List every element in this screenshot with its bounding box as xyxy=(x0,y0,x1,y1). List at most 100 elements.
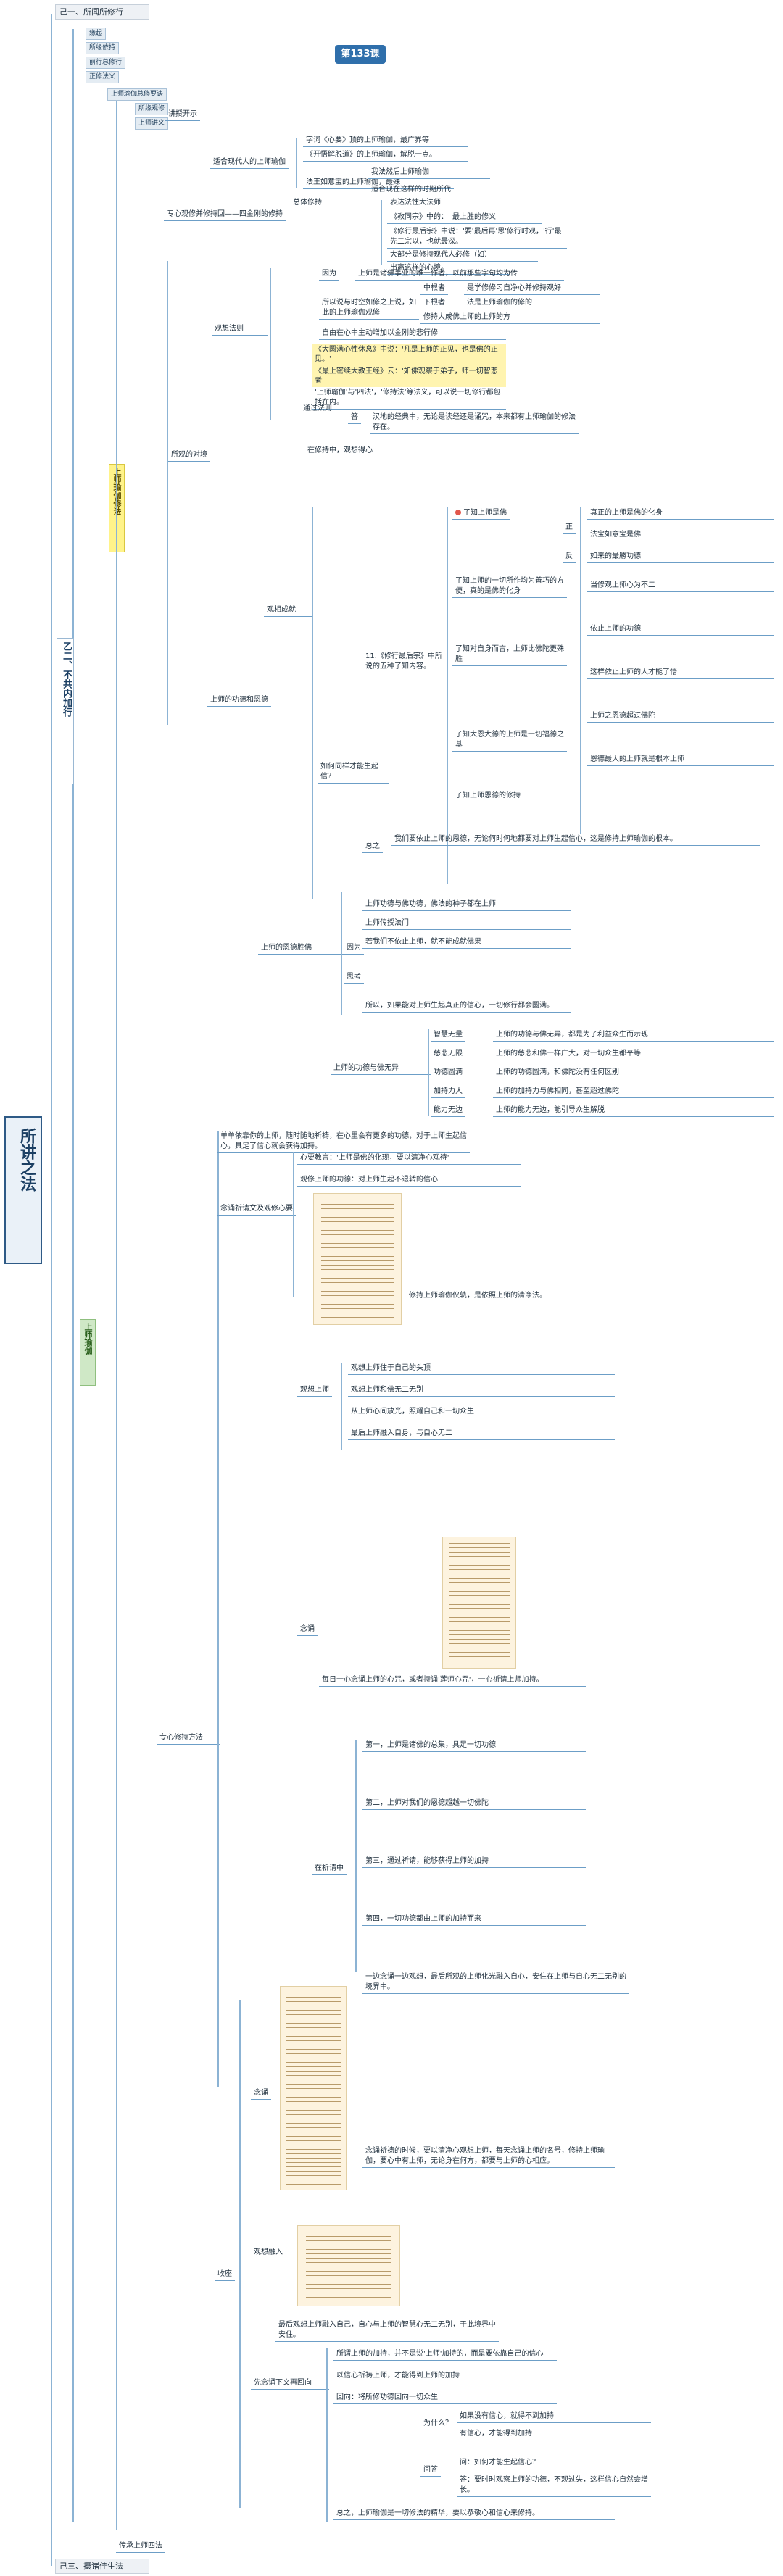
method-vis-item-2[interactable]: 观想上师和佛无二无别 xyxy=(348,1384,615,1397)
final-qa[interactable]: 问答 xyxy=(420,2464,441,2477)
practice-item-2[interactable]: 了知上师的一切所作均为善巧的方便，真的是佛的化身 xyxy=(452,576,567,598)
method-vis-item-3[interactable]: 从上师心间放光，照耀自己和一切众生 xyxy=(348,1406,615,1418)
method-branch1-item-1[interactable]: 心要教言：'上师是佛的化现，要以清净心观待' xyxy=(297,1152,521,1165)
top-item-1[interactable]: 缘起 xyxy=(86,28,107,40)
practice-mid[interactable]: 观相成就 xyxy=(264,604,313,617)
final-q1-item-2[interactable]: 有信心，才能得到加持 xyxy=(457,2428,651,2440)
final-last[interactable]: 总之，上师瑜伽是一切修法的精华，要以恭敬心和信心来修持。 xyxy=(334,2508,615,2520)
mid-line-6[interactable]: 修持大成佛上师的上师的方 xyxy=(420,312,600,324)
final-qa-q[interactable]: 问：如何才能生起信心？ xyxy=(457,2457,651,2469)
section-a-leaf-1[interactable]: 字词《心要》顶的上师瑜伽，最广界等 xyxy=(303,135,468,147)
section-a-leaf-3[interactable]: 法王如意宝的上师瑜伽，最殊 xyxy=(303,177,454,189)
mid-note[interactable]: '上师瑜伽'与'四法'，'修持法'等法义，可以说一切修行都包括在内。 xyxy=(312,387,506,410)
section-b-heading[interactable]: 专心观修并修持回——四金刚的修持 xyxy=(164,209,286,221)
section-b-leaf-6[interactable]: 出离这样的心境。 xyxy=(387,262,509,275)
section-b-leaf-4[interactable]: 《修行最后宗》中说：'要'最后再'思'修行时观，'行'最先二宗以，也就最深。 xyxy=(387,226,567,249)
practice-zheng[interactable]: 正 xyxy=(563,522,576,534)
faith-title[interactable]: 上师的恩德胜佛 xyxy=(258,942,344,955)
part-node[interactable]: 上师瑜伽 xyxy=(80,1319,96,1386)
practice-item-4[interactable]: 了知大恩大德的上师是一切福德之基 xyxy=(452,729,567,752)
section-a-leaf-2[interactable]: 《开悟解脱道》的上师瑜伽，解脱一点。 xyxy=(303,149,468,162)
mid-line-8[interactable]: 主动增加以金刚的悲行修 xyxy=(355,328,506,340)
method-pray[interactable]: 在祈请中 xyxy=(312,1863,347,1875)
final-qa-a[interactable]: 答：要时时观察上师的功德，不观过失，这样信心自然会增长。 xyxy=(457,2475,651,2497)
faith-row-4-val[interactable]: 上师的加持力与佛相同，甚至超过佛陀 xyxy=(493,1086,774,1098)
practice-gong[interactable]: 11.《修行最后宗》中所说的五种了知内容。 xyxy=(362,651,448,673)
final-ded-item-3[interactable]: 回向：将所修功德回向一切众生 xyxy=(334,2392,557,2404)
final-ded-item-1[interactable]: 所谓上师的加持，并不是说'上师'加持的，而是要依靠自己的信心 xyxy=(334,2348,557,2361)
faith-row-3-val[interactable]: 上师的功德圆满，和佛陀没有任何区别 xyxy=(493,1067,774,1079)
section-a-leaf-4[interactable]: 我法然后上师瑜伽 xyxy=(368,167,490,179)
top-item-6[interactable]: 所缘观修 xyxy=(135,103,169,115)
mid-because[interactable]: 因为 xyxy=(319,268,339,281)
method-branch1-item-2[interactable]: 观修上师的功德：对上师生起不退转的信心 xyxy=(297,1174,521,1187)
final-q1-item-1[interactable]: 如果没有信心，就得不到加持 xyxy=(457,2411,651,2423)
top-item-7[interactable]: 上师讲义 xyxy=(135,117,169,130)
practice-leaf-1[interactable]: 真正的上师是佛的化身 xyxy=(587,507,774,520)
method-pray-item-2[interactable]: 第二，上师对我们的恩德超越一切佛陀 xyxy=(362,1798,586,1810)
faith-point-2[interactable]: 上师传授法门 xyxy=(362,918,571,930)
final-dedicate[interactable]: 先念诵下文再回向 xyxy=(251,2377,329,2390)
mid-quote-1[interactable]: 《大圆满心性休息》中说：'凡是上师的正见，也是佛的正见。' xyxy=(312,344,506,365)
final-recite[interactable]: 念诵 xyxy=(251,2087,271,2100)
mid-line-3[interactable]: 下根者 xyxy=(420,297,448,309)
practice-leaf-2[interactable]: 法宝如意宝是佛 xyxy=(587,529,774,541)
practice-item-1[interactable]: 了知上师是佛 xyxy=(452,507,510,520)
final-ded-item-2[interactable]: 以信心祈祷上师，才能得到上师的加持 xyxy=(334,2370,557,2382)
faith-chart-head[interactable]: 上师的功德与佛无异 xyxy=(331,1063,431,1075)
faith-row-1-val[interactable]: 上师的功德与佛无异，都是为了利益众生而示现 xyxy=(493,1029,774,1042)
mid-ans-text[interactable]: 汉地的经典中，无论是读经还是诵咒，本来都有上师瑜伽的修法存在。 xyxy=(370,412,579,434)
method-branch1[interactable]: 念诵祈请文及观修心要 xyxy=(218,1203,296,1216)
faith-q[interactable]: 因为 xyxy=(344,942,364,955)
mid-line-7[interactable]: 自由在心中 xyxy=(319,328,361,340)
top-item-4[interactable]: 正修法义 xyxy=(86,71,120,83)
faith-row-5-val[interactable]: 上师的能力无边，能引导众生解脱 xyxy=(493,1105,774,1117)
faith-row-3-key[interactable]: 功德圆满 xyxy=(431,1067,465,1079)
faith-point-1[interactable]: 上师功德与佛功德，佛法的种子都在上师 xyxy=(362,899,571,911)
practice-how[interactable]: 如何同样才能生起信？ xyxy=(318,761,389,784)
faith-think[interactable]: 思考 xyxy=(344,971,364,984)
method-title[interactable]: 专心修持方法 xyxy=(157,1732,220,1745)
section-a-col2[interactable]: 适合现代人的上师瑜伽 xyxy=(210,157,289,169)
section-b-leaf-3[interactable]: 最上胜的修义 xyxy=(450,212,542,224)
top-item-3[interactable]: 前行总修行 xyxy=(86,57,126,69)
practice-shu[interactable]: 总之 xyxy=(362,841,383,853)
section-b-leaf-1[interactable]: 表达法性大法师 xyxy=(387,197,444,209)
mid-line-5[interactable]: 法是上师瑜伽的修的 xyxy=(464,297,600,309)
practice-leaf-8[interactable]: 恩德最大的上师就是根本上师 xyxy=(587,754,774,766)
practice-leaf-6[interactable]: 这样依止上师的人才能了悟 xyxy=(587,667,774,679)
practice-item-3[interactable]: 了知对自身而言，上师比佛陀更殊胜 xyxy=(452,644,567,666)
practice-item-5[interactable]: 了知上师恩德的修持 xyxy=(452,790,567,802)
practice-leaf-7[interactable]: 上师之恩德超过佛陀 xyxy=(587,710,774,723)
mid-line-2[interactable]: 中根者 xyxy=(420,283,448,295)
mid-quote-2[interactable]: 《最上密续大教王经》云：'如佛观察于弟子，师一切智悲者' xyxy=(312,365,506,387)
faith-row-2-val[interactable]: 上师的慈悲和佛一样广大，对一切众生都平等 xyxy=(493,1048,774,1060)
final-merge-body[interactable]: 最后观想上师融入自己，自心与上师的智慧心无二无别，于此境界中安住。 xyxy=(276,2319,499,2342)
sub-root-node[interactable]: 乙二、不共内加行 xyxy=(57,638,74,784)
faith-row-2-key[interactable]: 慈悲无限 xyxy=(431,1048,465,1060)
practice-leaf-4[interactable]: 当修观上师心为不二 xyxy=(587,580,774,592)
practice-fan[interactable]: 反 xyxy=(563,551,576,563)
faith-point-3[interactable]: 若我们不依止上师，就不能成就佛果 xyxy=(362,936,571,949)
header-crumb-top[interactable]: 己一、所闻所修行 xyxy=(55,4,149,20)
top-item-5[interactable]: 上师瑜伽总修要诀 xyxy=(107,88,167,101)
mid-tip[interactable]: 通过法则 xyxy=(300,403,335,415)
faith-row-5-key[interactable]: 能力无边 xyxy=(431,1105,465,1117)
mid-reasons[interactable]: 观想法则 xyxy=(212,323,268,336)
practice-leaf-5[interactable]: 依止上师的功德 xyxy=(587,623,774,636)
method-vis-item-4[interactable]: 最后上师融入自身，与自心无二 xyxy=(348,1428,615,1440)
faith-row-4-key[interactable]: 加持力大 xyxy=(431,1086,465,1098)
root-node[interactable]: 所讲之法 xyxy=(4,1116,42,1264)
practice-leaf-3[interactable]: 如来的最勝功德 xyxy=(587,551,774,563)
section-a-leaf-5[interactable]: 适合现在这样的时期所代 xyxy=(368,184,519,196)
method-recite[interactable]: 念诵 xyxy=(297,1624,318,1636)
section-b-leaf-5[interactable]: 大部分是修持现代人必修（如） xyxy=(387,249,538,262)
final-title[interactable]: 收座 xyxy=(215,2269,235,2281)
mid-line-1[interactable]: 所以说与时空如修之上说，如此的上师瑜伽观修 xyxy=(319,297,419,320)
practice-title[interactable]: 在修持中，观想得心 xyxy=(304,445,455,457)
practice-summary[interactable]: 我们要依止上师的恩德，无论何时何地都要对上师生起信心，这是修持上师瑜伽的根本。 xyxy=(392,834,760,846)
final-recite-body[interactable]: 念诵祈祷的时候，要以清净心观想上师，每天念诵上师的名号，修持上师瑜伽，要心中有上… xyxy=(362,2145,615,2168)
method-pray-item-3[interactable]: 第三，通过祈请，能够获得上师的加持 xyxy=(362,1856,586,1868)
method-recite-text[interactable]: 每日一心念诵上师的心咒，或者持诵'莲师心咒'，一心祈请上师加持。 xyxy=(319,1674,586,1687)
section-b-sub[interactable]: 总体修持 xyxy=(290,197,383,209)
